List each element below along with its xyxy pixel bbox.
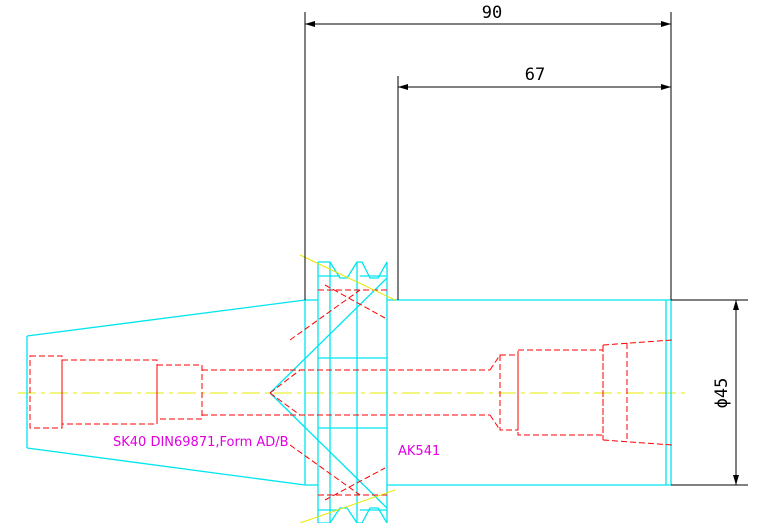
- taper-spec-label: SK40 DIN69871,Form AD/B: [113, 435, 289, 450]
- dimension-lines: [304, 12, 748, 486]
- flange-centerlines: [299, 254, 396, 523]
- dimension-67: 67: [525, 65, 545, 85]
- dimension-diameter: ϕ45: [712, 378, 732, 409]
- part-number-label: AK541: [398, 444, 440, 459]
- dimension-90: 90: [482, 3, 502, 23]
- tool-holder-outline: [26, 261, 672, 523]
- hidden-internal-features: [29, 284, 673, 501]
